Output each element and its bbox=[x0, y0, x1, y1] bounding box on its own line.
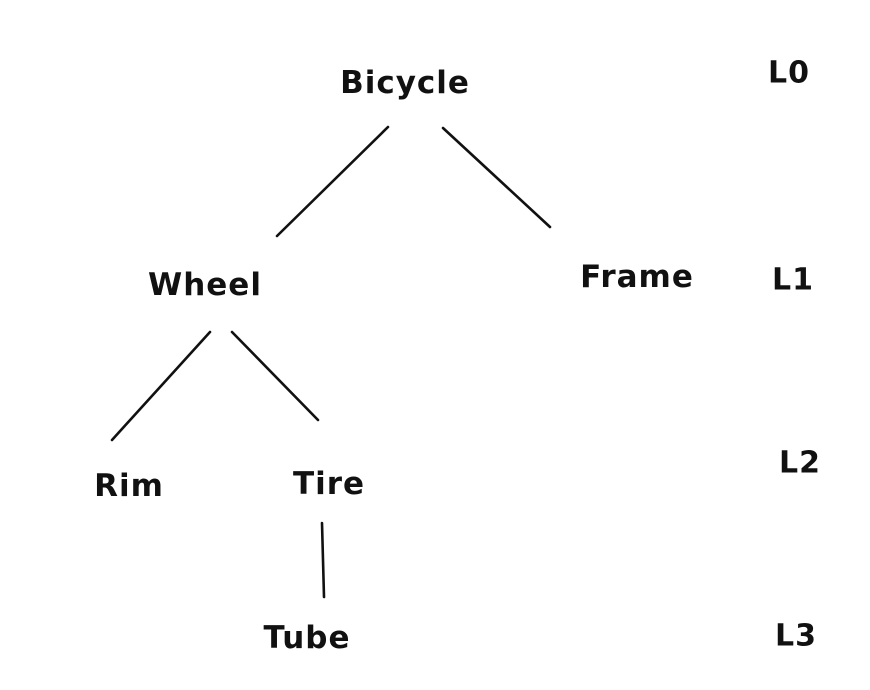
node-frame: Frame bbox=[580, 259, 694, 295]
edge-tire-tube bbox=[320, 521, 326, 599]
level-label-l0: L0 bbox=[768, 55, 810, 91]
level-label-l3: L3 bbox=[775, 618, 817, 654]
node-bicycle: Bicycle bbox=[340, 65, 470, 101]
edge-bicycle-frame bbox=[441, 126, 552, 229]
node-wheel: Wheel bbox=[148, 267, 262, 303]
edge-wheel-rim bbox=[110, 330, 212, 442]
node-tube: Tube bbox=[263, 620, 351, 656]
edge-wheel-tire bbox=[230, 330, 320, 422]
node-tire: Tire bbox=[292, 466, 366, 502]
level-label-l1: L1 bbox=[772, 262, 814, 298]
edge-bicycle-wheel bbox=[275, 125, 390, 238]
node-rim: Rim bbox=[94, 468, 164, 504]
level-label-l2: L2 bbox=[779, 445, 821, 481]
